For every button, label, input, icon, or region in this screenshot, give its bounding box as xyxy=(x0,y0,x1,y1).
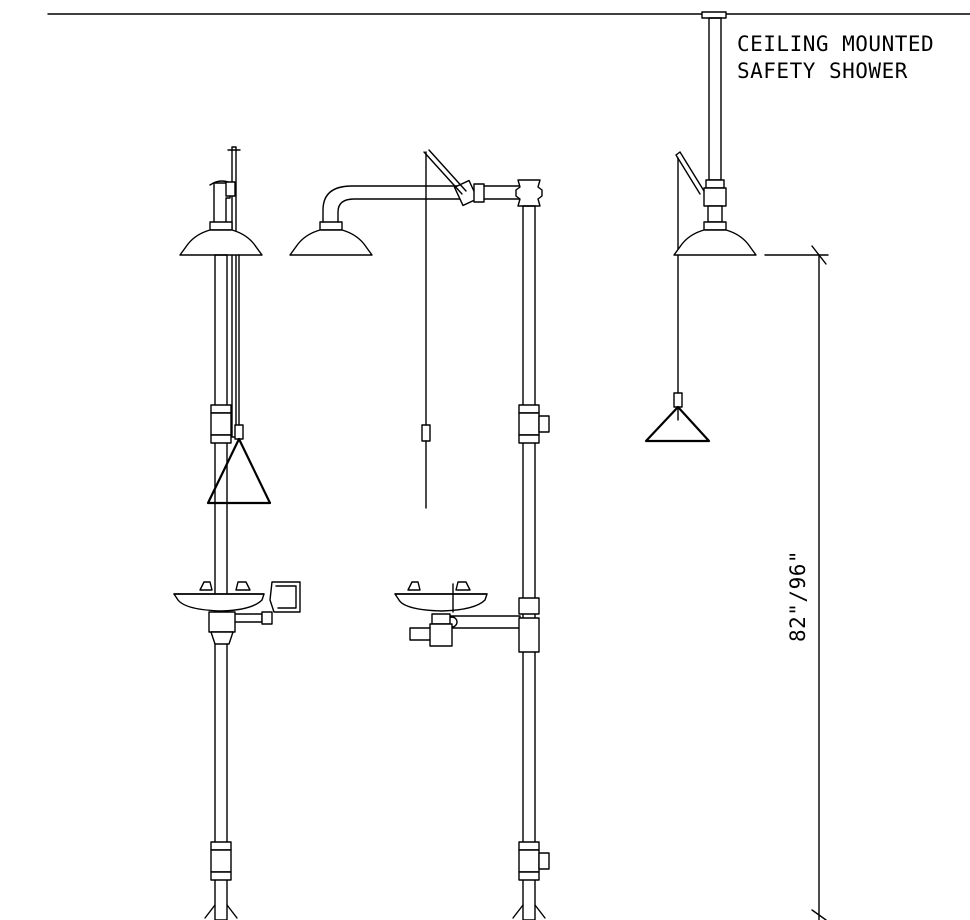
shower-head xyxy=(179,229,263,256)
shower-head xyxy=(673,229,757,256)
ceiling-shower-label-line1: CEILING MOUNTED xyxy=(737,32,934,56)
ceiling-mounted-safety-shower xyxy=(644,11,757,443)
shower-arm xyxy=(322,185,471,223)
height-dimension: 82"/96" xyxy=(764,245,829,920)
combination-shower-eyewash-side xyxy=(289,149,550,920)
ceiling-shower-label-line2: SAFETY SHOWER xyxy=(737,59,908,83)
standpipe xyxy=(214,254,228,920)
dimension-label: 82"/96" xyxy=(786,550,810,642)
push-flag xyxy=(269,581,301,613)
shower-head xyxy=(289,229,373,256)
eyewash-bowl xyxy=(173,593,265,612)
combination-shower-eyewash-front xyxy=(173,146,301,920)
drop-pipe xyxy=(708,17,722,181)
pull-handle-triangle xyxy=(206,437,272,505)
pull-handle-triangle xyxy=(644,405,711,443)
eyewash-bowl xyxy=(394,593,488,612)
standpipe xyxy=(522,205,536,920)
